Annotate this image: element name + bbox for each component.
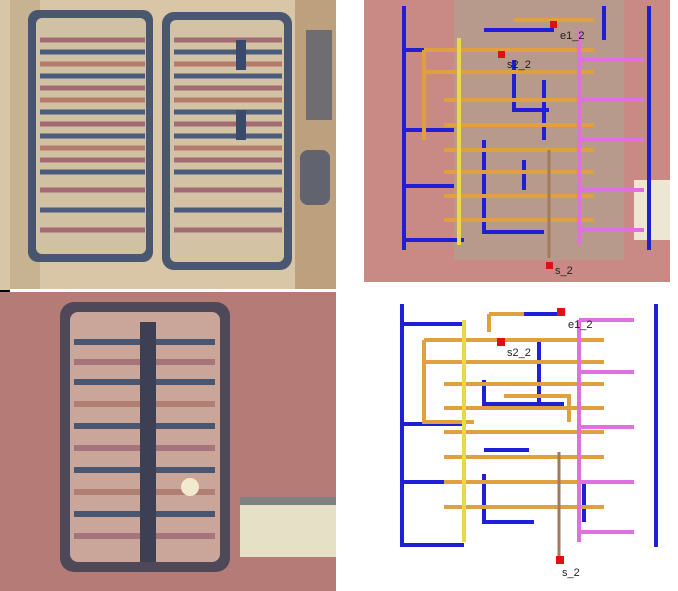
schematic-bottom-right: e1_2 s2_2 s_2 [364,292,670,591]
die-photo-top-left [0,0,336,290]
schematic-diagram: e1_2 s2_2 s_2 [364,292,670,591]
label-s2_2: s2_2 [507,347,531,359]
overlay-photo-top-right: e1_2 s2_2 s_2 [364,0,670,282]
label-s2_2-top: s2_2 [507,59,531,71]
label-s_2-top: s_2 [555,265,573,277]
overlay-diagram-top-right: e1_2 s2_2 s_2 [364,0,670,282]
label-e1_2-top: e1_2 [560,30,584,42]
panel-divider [10,289,336,293]
die-photo-bottom-left-image [0,292,336,591]
label-s_2: s_2 [562,567,580,579]
die-photo-top-left-image [0,0,336,290]
die-photo-bottom-left [0,292,336,591]
label-e1_2: e1_2 [568,319,592,331]
